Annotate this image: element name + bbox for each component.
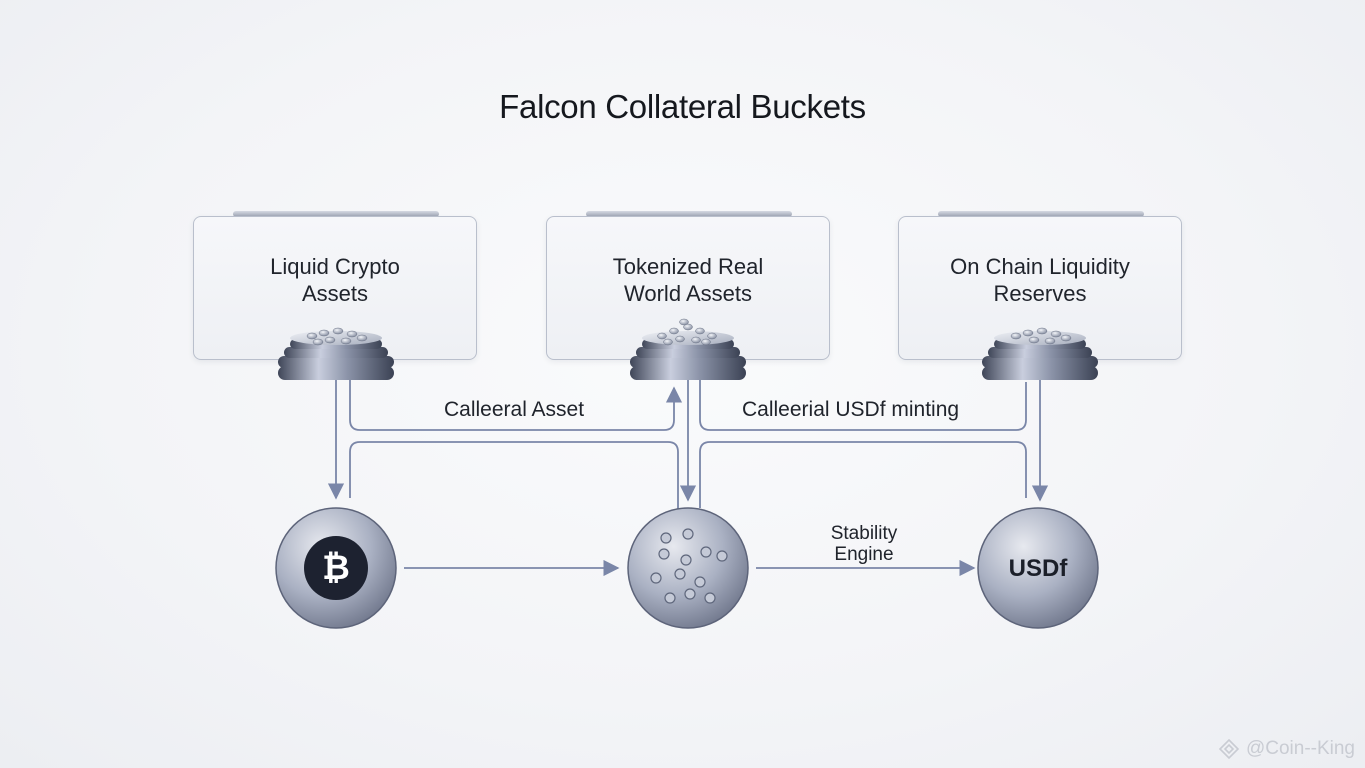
stability-engine-coin: [627, 507, 749, 629]
flow-line-bucket2-to-bucket3: [699, 378, 1027, 431]
flow-label-usdf-minting: Calleerial USDf minting: [742, 398, 960, 421]
usdf-label: USDf: [1008, 555, 1068, 582]
bucket-label-line2: Assets: [301, 281, 369, 306]
bucket-label: On Chain Liquidity Reserves: [899, 253, 1181, 307]
bucket-label-line2: Reserves: [993, 281, 1087, 306]
flow-line-lower-right: [699, 441, 1027, 508]
page-title: Falcon Collateral Buckets: [499, 88, 866, 125]
bucket-tokenized-rwa: Tokenized Real World Assets: [546, 216, 830, 360]
bucket-label-line1: On Chain Liquidity: [950, 254, 1130, 279]
watermark-text: @Coin--King: [1245, 738, 1355, 759]
flow-line-bucket1-to-bucket2: [349, 378, 683, 431]
bitcoin-symbol: ₿: [322, 549, 350, 587]
coin-stack-1: [278, 327, 394, 380]
bucket-label: Liquid Crypto Assets: [194, 253, 476, 307]
bucket-label-line2: World Assets: [624, 281, 752, 306]
diamond-logo-icon: [1218, 738, 1240, 760]
bucket-label: Tokenized Real World Assets: [547, 253, 829, 307]
bucket-label-line1: Liquid Crypto: [270, 254, 400, 279]
engine-label-line1: Stability: [830, 523, 898, 544]
flow-label-collateral-asset: Calleeral Asset: [444, 398, 585, 421]
coin-stack-2: [630, 318, 746, 380]
bitcoin-coin: [275, 507, 397, 629]
bucket-top-rim-1: [233, 211, 439, 217]
watermark: @Coin--King: [1218, 738, 1355, 760]
usdf-coin: [977, 507, 1099, 629]
bucket-top-rim-2: [586, 211, 792, 217]
stability-engine-label: Stability Engine: [804, 523, 924, 565]
flow-line-lower-left: [349, 441, 679, 510]
coin-stack-3: [982, 327, 1098, 380]
engine-label-line2: Engine: [834, 544, 894, 565]
bucket-label-line1: Tokenized Real: [612, 254, 764, 279]
bucket-top-rim-3: [938, 211, 1144, 217]
